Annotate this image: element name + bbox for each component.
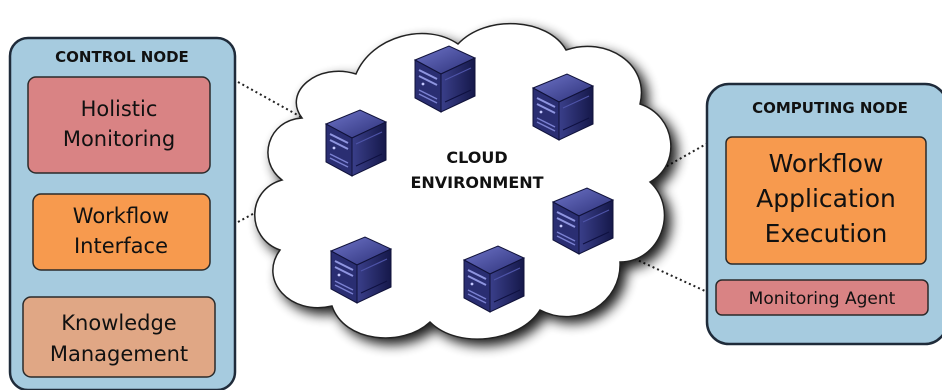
computing-node: COMPUTING NODE Workflow Application Exec… [705, 82, 942, 346]
workflow-interface-label-1: Workflow [73, 204, 169, 228]
monitoring-agent-box [715, 279, 929, 316]
cloud-label-2: ENVIRONMENT [410, 173, 543, 192]
monitoring-agent-label: Monitoring Agent [749, 289, 896, 309]
holistic-monitoring-label-1: Holistic [81, 97, 158, 121]
workflow-interface-box [32, 193, 211, 271]
workflow-execution-box [725, 136, 927, 265]
computing-node-title: COMPUTING NODE [752, 99, 908, 117]
workflow-execution-label-2: Application [756, 184, 896, 213]
knowledge-management-label-2: Management [50, 342, 188, 366]
control-node-title: CONTROL NODE [55, 48, 189, 66]
workflow-interface-label-2: Interface [74, 234, 168, 258]
knowledge-management-label-1: Knowledge [61, 311, 176, 335]
cloud-label-1: CLOUD [446, 148, 507, 167]
workflow-execution-label-3: Execution [765, 219, 888, 248]
holistic-monitoring-box [27, 76, 211, 174]
control-node: CONTROL NODE Holistic Monitoring Workflo… [8, 36, 237, 390]
knowledge-management-box [22, 296, 216, 378]
holistic-monitoring-label-2: Monitoring [63, 127, 175, 151]
workflow-execution-label-1: Workflow [769, 149, 884, 178]
